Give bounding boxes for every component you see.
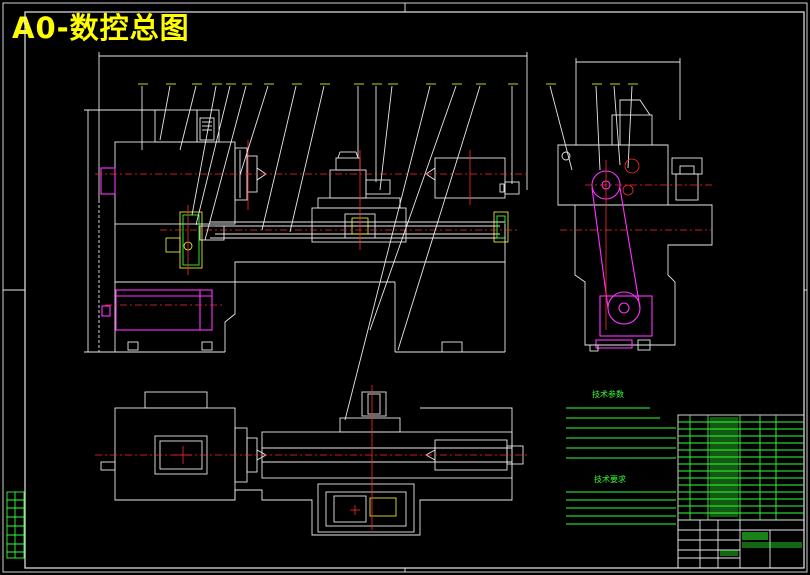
leader-tags <box>138 83 638 421</box>
drawing-title: A0-数控总图 <box>12 11 190 45</box>
tech-notes: 技术参数 技术要求 <box>566 389 676 525</box>
tech-requirements-lines <box>566 491 676 525</box>
top-view <box>95 385 530 536</box>
tech-params-lines <box>566 407 676 459</box>
tech-params-heading: 技术参数 <box>592 389 624 399</box>
side-view <box>557 58 713 352</box>
tech-requirements-heading: 技术要求 <box>594 474 626 484</box>
title-block <box>677 414 805 569</box>
revision-strip <box>6 491 25 559</box>
front-view <box>84 52 530 353</box>
